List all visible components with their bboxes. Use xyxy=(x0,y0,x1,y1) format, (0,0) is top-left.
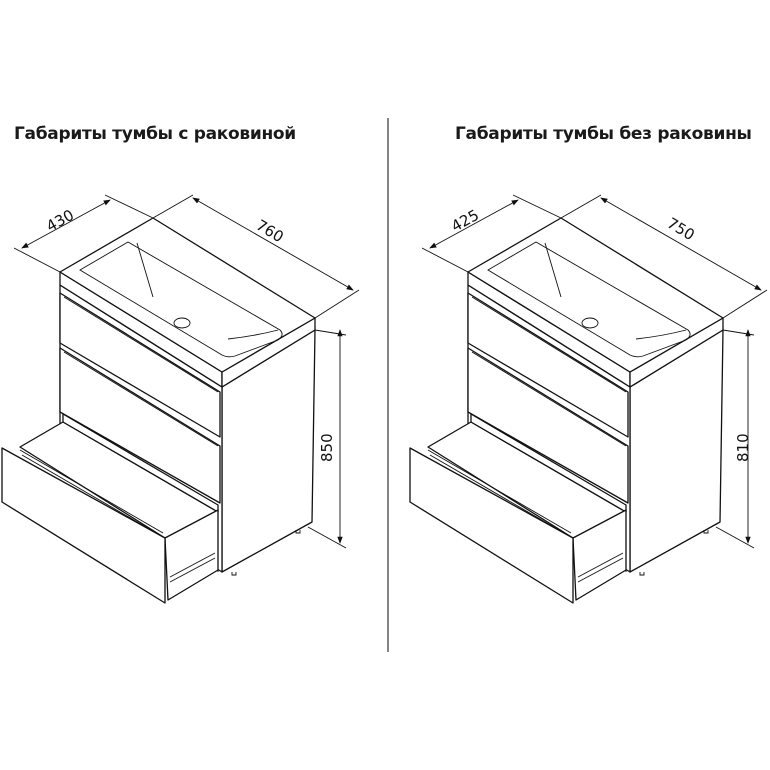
right-depth-label: 425 xyxy=(448,206,482,236)
left-height-label: 850 xyxy=(318,433,336,462)
cabinet-with-sink-drawing xyxy=(2,195,359,603)
cabinet-without-sink-drawing xyxy=(410,195,767,603)
title-with-sink: Габариты тумбы с раковиной xyxy=(14,124,296,144)
right-width-label: 750 xyxy=(664,214,698,244)
left-width-label: 760 xyxy=(253,216,287,246)
right-height-label: 810 xyxy=(734,433,752,462)
left-depth-label: 430 xyxy=(43,206,77,236)
title-without-sink: Габариты тумбы без раковины xyxy=(455,124,752,144)
